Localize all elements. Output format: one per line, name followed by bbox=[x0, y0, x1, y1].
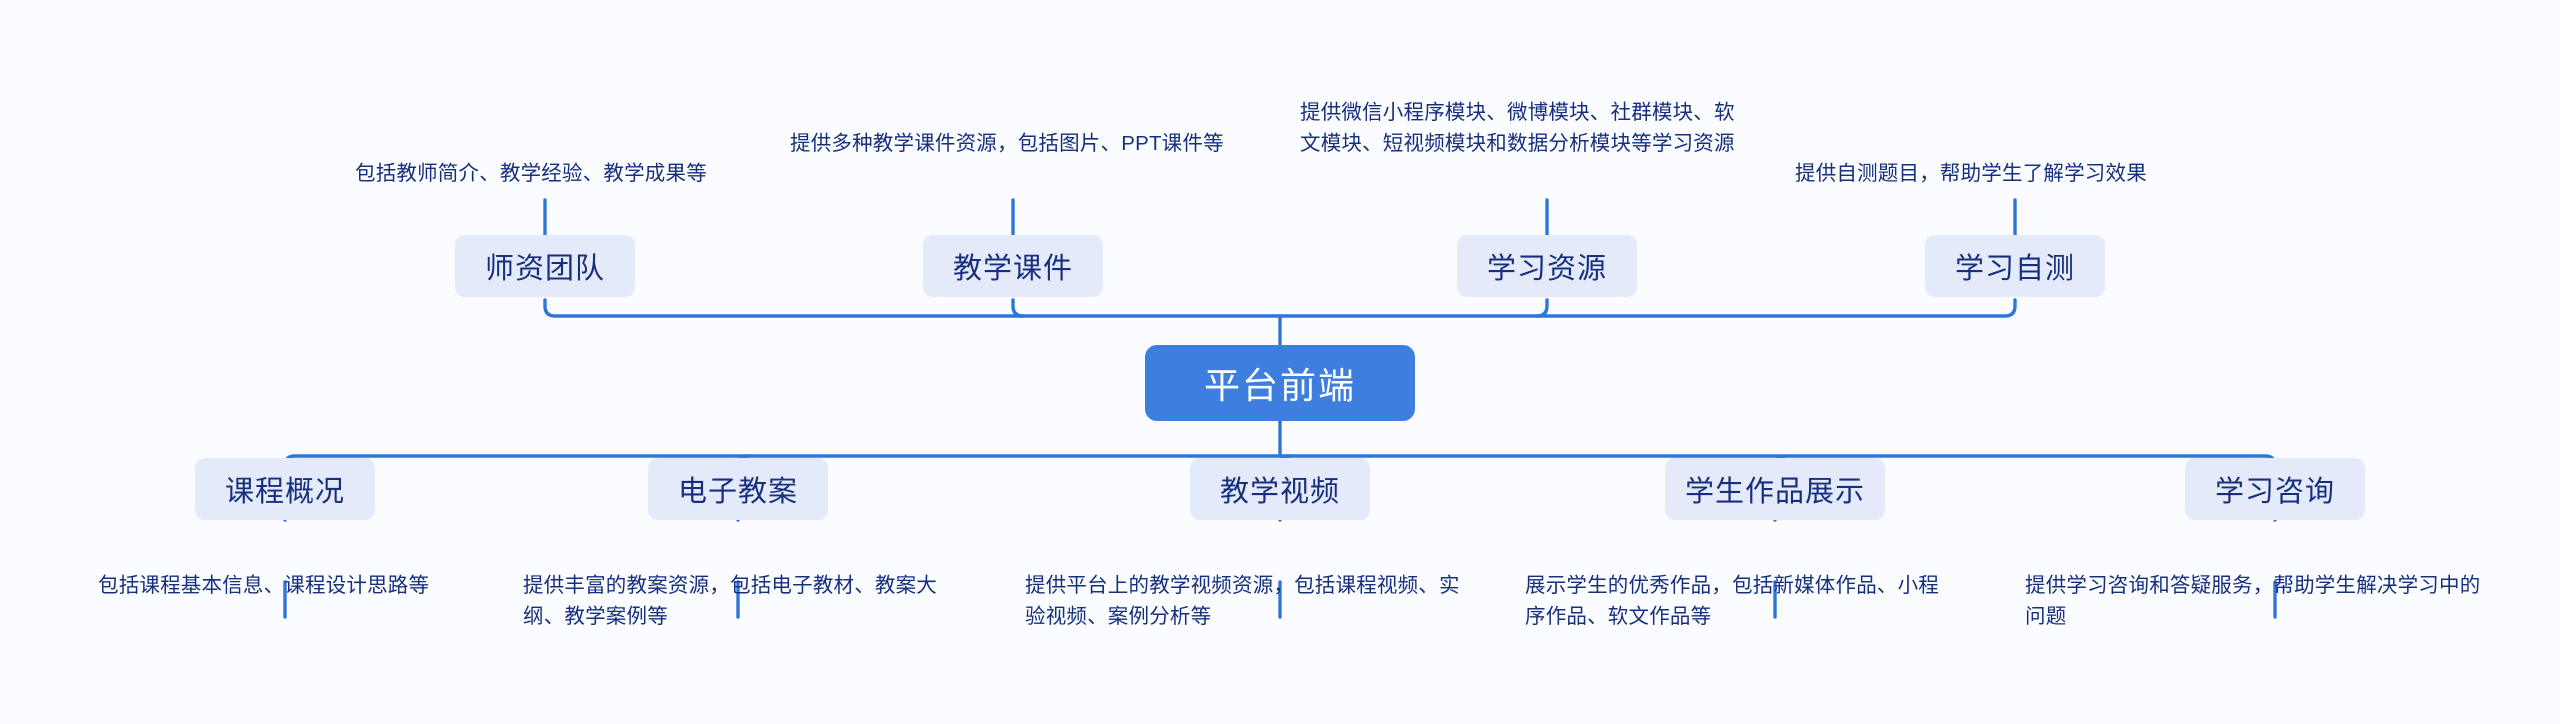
note-bottom-4: 展示学生的优秀作品，包括新媒体作品、小程序作品、软文作品等 bbox=[1525, 574, 1939, 628]
note-top-2: 提供多种教学课件资源，包括图片、PPT课件等 bbox=[790, 132, 1224, 155]
node-root[interactable]: 平台前端 bbox=[1145, 345, 1415, 421]
node-bottom-5[interactable]: 学习咨询 bbox=[2185, 458, 2365, 520]
node-bottom-3[interactable]: 教学视频 bbox=[1190, 458, 1370, 520]
node-bottom-4[interactable]: 学生作品展示 bbox=[1665, 458, 1885, 520]
node-bottom-1[interactable]: 课程概况 bbox=[195, 458, 375, 520]
node-top-1[interactable]: 师资团队 bbox=[455, 235, 635, 297]
node-bottom-2[interactable]: 电子教案 bbox=[648, 458, 828, 520]
node-top-4[interactable]: 学习自测 bbox=[1925, 235, 2105, 297]
note-top-4: 提供自测题目，帮助学生了解学习效果 bbox=[1795, 162, 2147, 185]
note-bottom-2: 提供丰富的教案资源，包括电子教材、教案大纲、教学案例等 bbox=[523, 574, 937, 628]
note-top-3: 提供微信小程序模块、微博模块、社群模块、软文模块、短视频模块和数据分析模块等学习… bbox=[1300, 101, 1735, 155]
note-bottom-5: 提供学习咨询和答疑服务，帮助学生解决学习中的问题 bbox=[2025, 574, 2481, 628]
note-bottom-1: 包括课程基本信息、课程设计思路等 bbox=[98, 574, 430, 597]
wire-top-drop-3 bbox=[1535, 298, 1549, 318]
node-top-2[interactable]: 教学课件 bbox=[923, 235, 1103, 297]
note-bottom-3: 提供平台上的教学视频资源，包括课程视频、实验视频、案例分析等 bbox=[1025, 574, 1460, 628]
wire-top-bus bbox=[543, 298, 2017, 318]
node-top-3[interactable]: 学习资源 bbox=[1457, 235, 1637, 297]
wire-top-drop-2 bbox=[1011, 298, 1025, 318]
note-top-1: 包括教师简介、教学经验、教学成果等 bbox=[355, 162, 707, 185]
